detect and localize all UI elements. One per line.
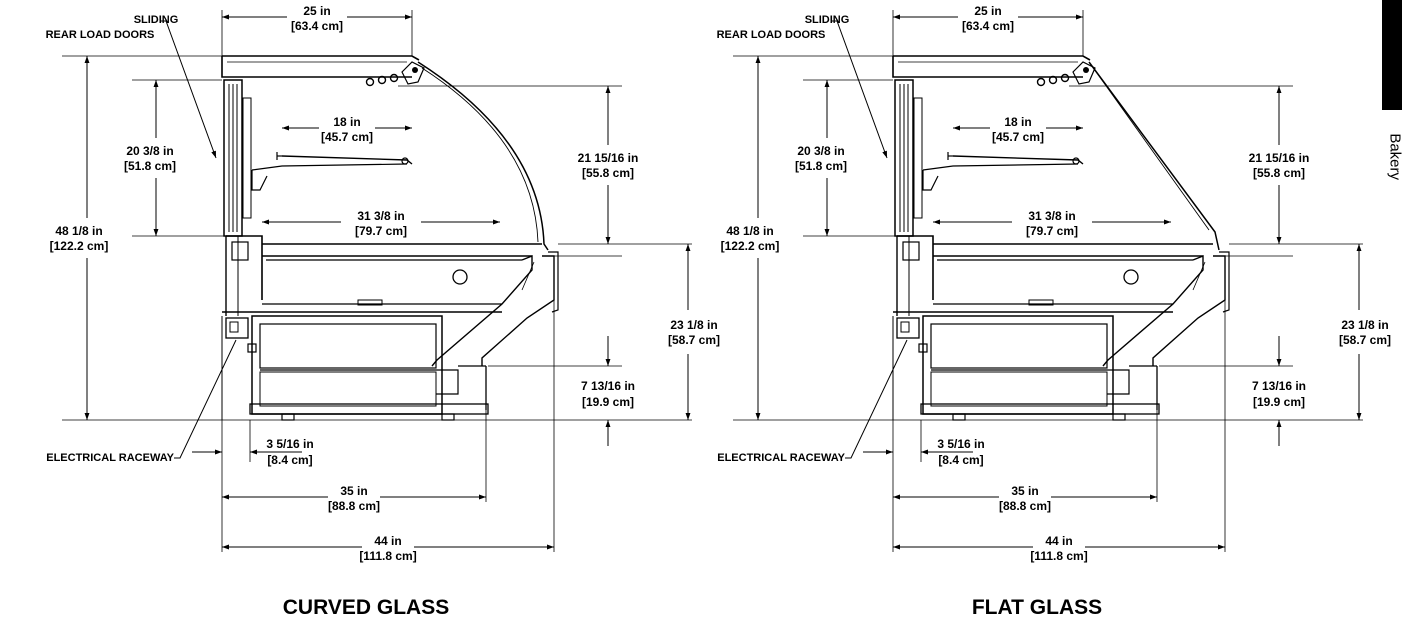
front-glass-inner [1093, 68, 1210, 231]
case-outline [221, 55, 559, 421]
case-outline [892, 55, 1230, 421]
dim-deck-width-imperial: 31 3/8 in [357, 209, 404, 223]
dim-deck-width-metric: [79.7 cm] [1026, 224, 1078, 238]
dim-deck-width-metric: [79.7 cm] [355, 224, 407, 238]
dim-overall-height-metric: [122.2 cm] [721, 239, 780, 253]
dim-base-height-metric: [58.7 cm] [1339, 333, 1391, 347]
callout-raceway-leader [174, 339, 237, 459]
dim-raceway-offset-imperial: 3 5/16 in [937, 437, 984, 451]
dim-base-depth-imperial: 35 in [340, 484, 367, 498]
dim-base-height-imperial: 23 1/8 in [1341, 318, 1388, 332]
dim-toe-height-metric: [19.9 cm] [1253, 395, 1305, 409]
dim-rear-opening-imperial: 20 3/8 in [126, 144, 173, 158]
dim-base-height-imperial: 23 1/8 in [670, 318, 717, 332]
front-glass-inner [421, 67, 539, 243]
dim-base-depth-metric: [88.8 cm] [328, 499, 380, 513]
dim-top-width-imperial: 25 in [303, 4, 330, 18]
callout-doors-line1: SLIDING [134, 14, 179, 26]
dim-overall-depth-imperial: 44 in [1045, 534, 1072, 548]
dim-top-width-imperial: 25 in [974, 4, 1001, 18]
dim-raceway-offset-imperial: 3 5/16 in [266, 437, 313, 451]
dim-rear-opening-metric: [51.8 cm] [124, 159, 176, 173]
callout-doors-leader [831, 20, 888, 159]
callout-doors-line1: SLIDING [805, 14, 850, 26]
curved-glass-view: 25 in[63.4 cm] 18 in[45.7 cm] 31 3/8 in[79… [46, 4, 720, 619]
dim-raceway-offset-metric: [8.4 cm] [938, 453, 983, 467]
callout-doors-line2: REAR LOAD DOORS [46, 29, 155, 41]
dim-base-depth-metric: [88.8 cm] [999, 499, 1051, 513]
dim-overall-height-imperial: 48 1/8 in [55, 224, 102, 238]
dim-shelf-width-metric: [45.7 cm] [992, 130, 1044, 144]
dim-shelf-width-imperial: 18 in [1004, 115, 1031, 129]
callouts: SLIDING REAR LOAD DOORS ELECTRICAL RACEWAY [717, 14, 908, 464]
view-title: CURVED GLASS [283, 596, 449, 619]
dim-toe-height-metric: [19.9 cm] [582, 395, 634, 409]
dim-toe-height-imperial: 7 13/16 in [1252, 379, 1306, 393]
view-title: FLAT GLASS [972, 596, 1102, 619]
dim-raceway-offset-metric: [8.4 cm] [267, 453, 312, 467]
dim-glass-height-imperial: 21 15/16 in [1249, 151, 1310, 165]
dim-top-width-metric: [63.4 cm] [291, 19, 343, 33]
dimensions: 25 in[63.4 cm] 18 in[45.7 cm] 31 3/8 in[79… [721, 4, 1391, 563]
flat-glass-view: 25 in[63.4 cm] 18 in[45.7 cm] 31 3/8 in[79… [717, 4, 1391, 619]
callouts: SLIDING REAR LOAD DOORS ELECTRICAL RACEWAY [46, 14, 237, 464]
side-tab-black-bar [1382, 0, 1402, 110]
dim-shelf-width-imperial: 18 in [333, 115, 360, 129]
callout-raceway-leader [845, 339, 908, 459]
dim-rear-opening-metric: [51.8 cm] [795, 159, 847, 173]
dim-toe-height-imperial: 7 13/16 in [581, 379, 635, 393]
dim-overall-height-metric: [122.2 cm] [50, 239, 109, 253]
dim-top-width-metric: [63.4 cm] [962, 19, 1014, 33]
dim-overall-depth-metric: [111.8 cm] [359, 549, 416, 563]
dim-base-depth-imperial: 35 in [1011, 484, 1038, 498]
dim-glass-height-metric: [55.8 cm] [582, 166, 634, 180]
dim-overall-depth-imperial: 44 in [374, 534, 401, 548]
dim-rear-opening-imperial: 20 3/8 in [797, 144, 844, 158]
dim-glass-height-metric: [55.8 cm] [1253, 166, 1305, 180]
dim-glass-height-imperial: 21 15/16 in [578, 151, 639, 165]
case-body-drawing [221, 55, 559, 421]
callout-raceway: ELECTRICAL RACEWAY [46, 452, 174, 464]
callout-doors-leader [160, 20, 217, 159]
dim-base-height-metric: [58.7 cm] [668, 333, 720, 347]
callout-doors-line2: REAR LOAD DOORS [717, 29, 826, 41]
dim-overall-height-imperial: 48 1/8 in [726, 224, 773, 238]
dimensions: 25 in[63.4 cm] 18 in[45.7 cm] 31 3/8 in[79… [50, 4, 720, 563]
callout-raceway: ELECTRICAL RACEWAY [717, 452, 845, 464]
dim-deck-width-imperial: 31 3/8 in [1028, 209, 1075, 223]
dim-overall-depth-metric: [111.8 cm] [1030, 549, 1087, 563]
case-body-drawing [892, 55, 1230, 421]
dim-shelf-width-metric: [45.7 cm] [321, 130, 373, 144]
